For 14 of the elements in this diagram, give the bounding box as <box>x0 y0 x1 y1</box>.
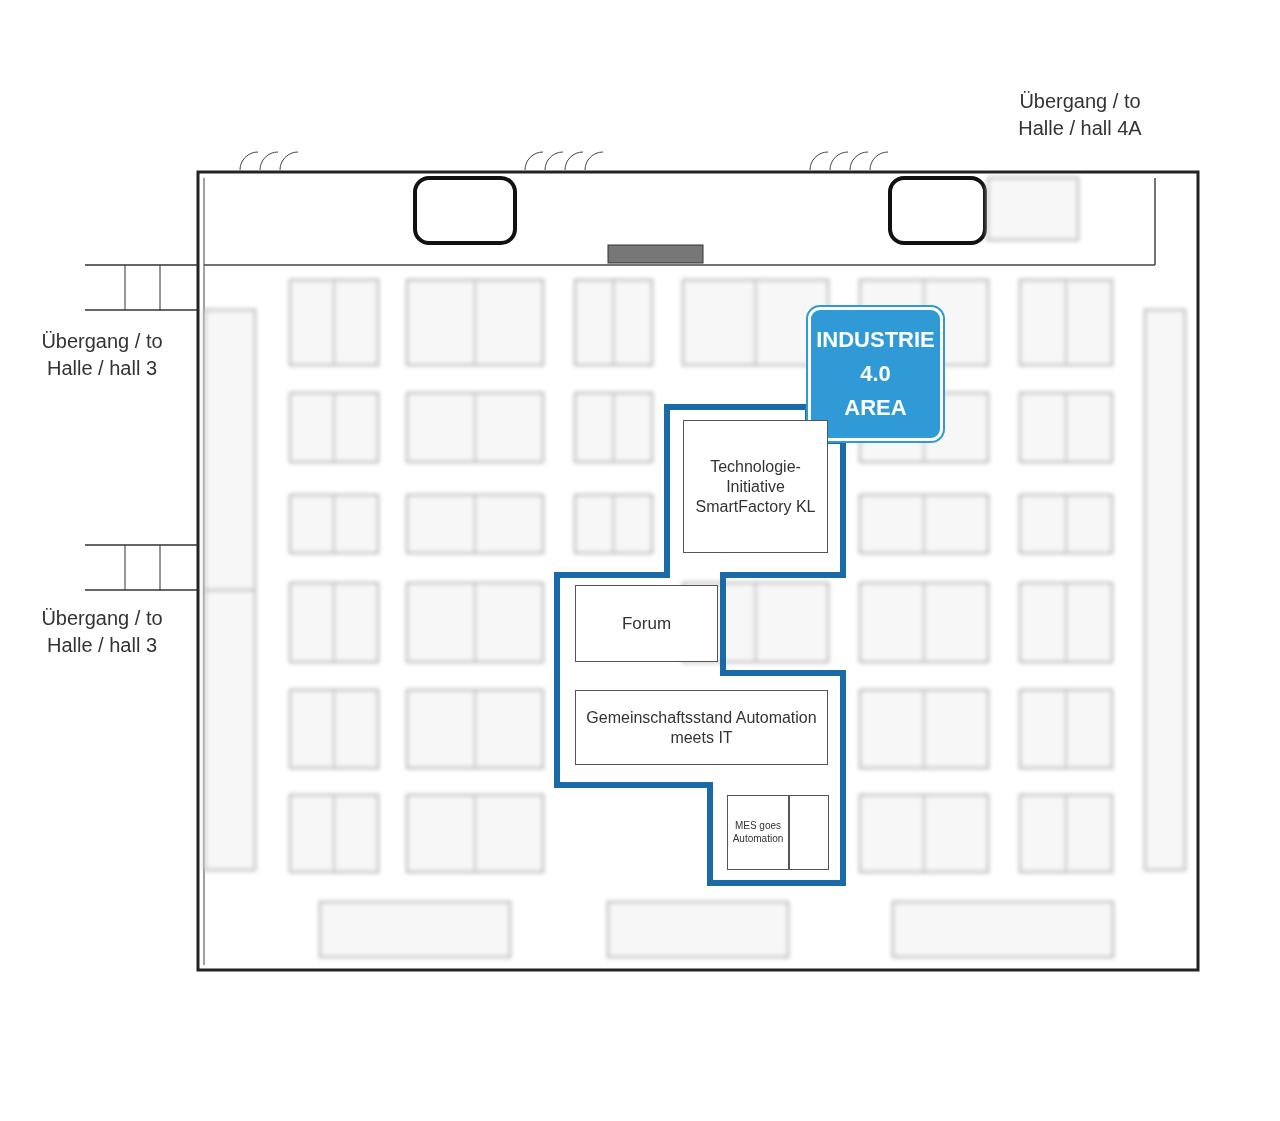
area-title: INDUSTRIE 4.0 AREA <box>815 326 936 422</box>
booth <box>575 585 718 662</box>
passage-label: Übergang / to Halle / hall 4A <box>1017 89 1143 141</box>
passage-label: Übergang / to Halle / hall 3 <box>40 606 164 658</box>
booth-name: Technologie-Initiative SmartFactory KL <box>694 456 817 517</box>
booth-name: Forum <box>621 612 672 635</box>
passage-label: Übergang / to Halle / hall 3 <box>40 329 164 381</box>
booth <box>789 795 829 870</box>
booth-name: MES goes Automation <box>731 820 785 845</box>
booth <box>727 795 789 870</box>
booth <box>575 690 828 765</box>
booth-name: Gemeinschaftsstand Automation meets IT <box>585 707 818 748</box>
booth <box>683 420 828 553</box>
area-sign <box>808 307 943 441</box>
